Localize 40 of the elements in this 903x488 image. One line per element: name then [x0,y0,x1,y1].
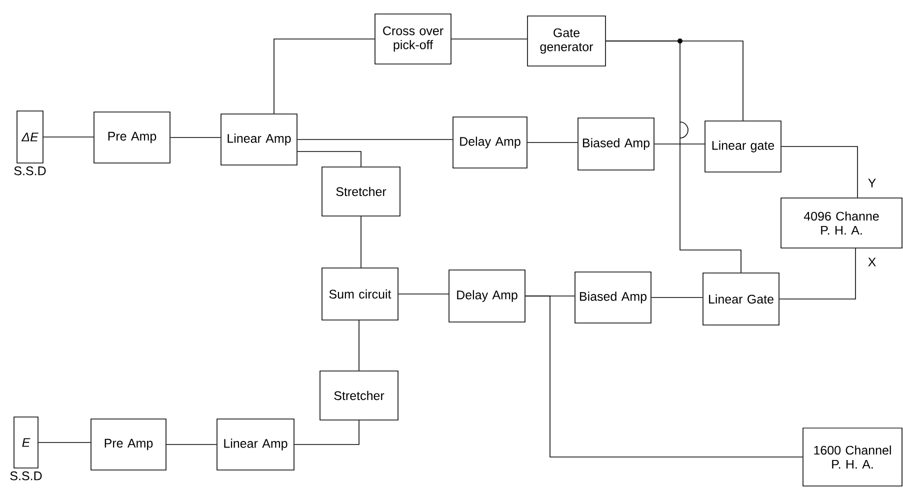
block-box: Linear Amp [216,418,294,470]
block-box: Biased Amp [574,272,652,324]
connector-line [294,420,360,445]
connector-line [781,146,858,198]
block-box: Stretcher [322,166,400,216]
connector-line [525,296,803,458]
block-box: Linear gate [704,120,782,172]
block-box: Cross over pick-off [374,14,452,64]
connector-line [606,40,742,273]
block-box: Gate generator [527,16,606,66]
block-box: Delay Amp [452,116,528,168]
connector-line [170,137,221,138]
block-box: 4096 Channe P. H. A. [780,198,902,248]
block-box: Delay Amp [448,270,526,322]
block-box: Linear Gate [702,272,780,326]
connector-line [297,139,453,140]
block-box: Stretcher [320,370,398,420]
connector-line [358,320,360,371]
detector-box: E [14,416,38,468]
connector-line [779,248,856,300]
block-box: Pre Amp [90,418,166,470]
detector-label: S.S.D [10,471,42,480]
block-box: Biased Amp [578,118,654,170]
connector-line [527,142,578,143]
connector-line [166,444,217,445]
detector-box: ΔE [16,110,44,164]
connector-line [274,38,375,114]
detector-label: S.S.D [14,166,46,176]
edge-label: X [866,256,878,268]
block-box: Sum circuit [322,268,398,320]
block-box: 1600 Channel P. H. A. [802,428,902,486]
connector-line [43,136,94,138]
connector-line [451,38,528,40]
connector-line [651,297,703,298]
block-box: Linear Amp [220,114,298,166]
connector-line [360,216,362,268]
connector-line [297,151,362,167]
block-box: Pre Amp [94,112,170,164]
edge-label: Y [866,178,878,188]
connector-line [38,442,91,443]
